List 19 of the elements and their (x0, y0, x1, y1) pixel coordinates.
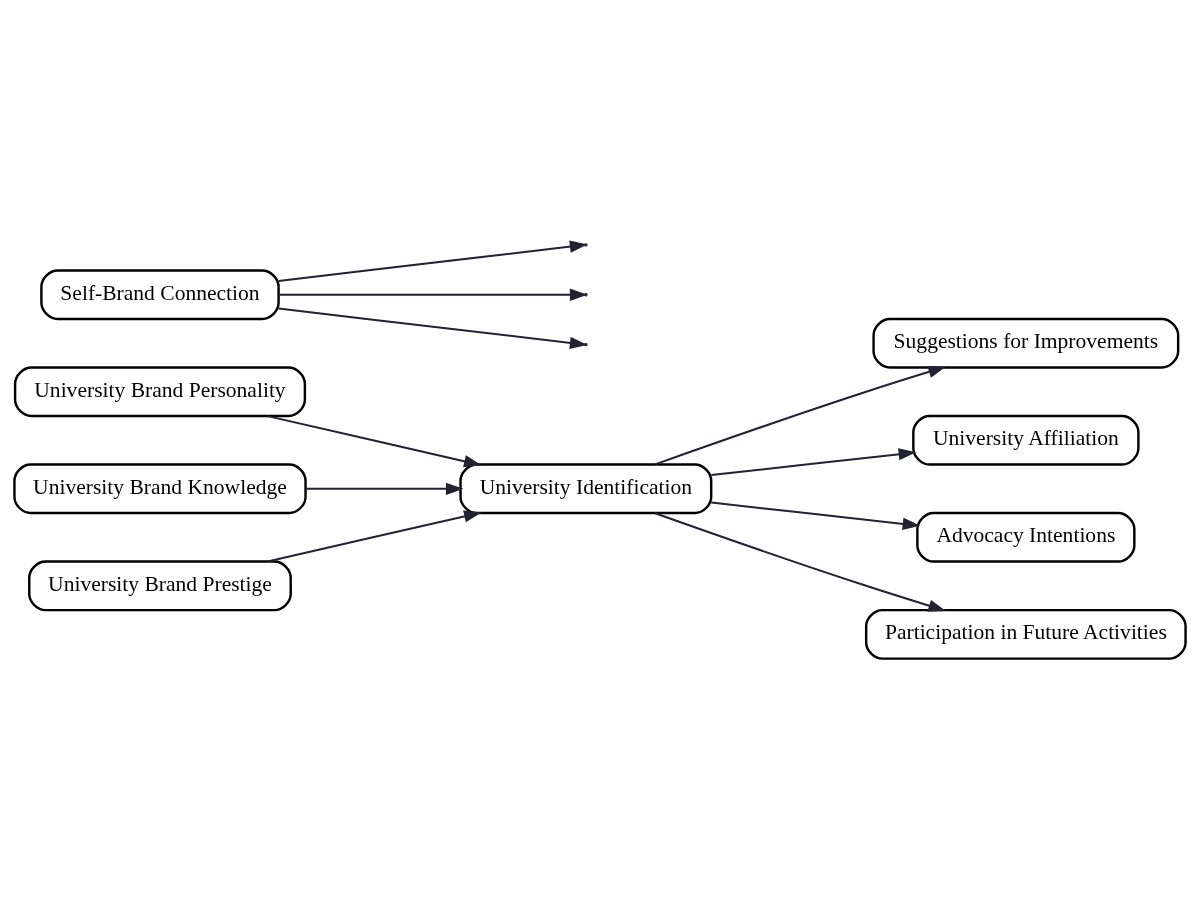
node-box: Advocacy Intentions (916, 511, 1136, 563)
arrow (711, 447, 917, 476)
arrow (267, 414, 482, 467)
node-box: University Affiliation (912, 414, 1140, 466)
arrow (267, 509, 482, 562)
node-box: University Identification (459, 462, 713, 514)
node-box: Self-Brand Connection (40, 268, 280, 320)
node-box: University Brand Prestige (28, 559, 292, 611)
arrow (711, 501, 921, 530)
arrow (654, 511, 946, 612)
arrow (278, 307, 588, 349)
arrow (654, 365, 946, 465)
node-box: Participation in Future Activities (864, 608, 1187, 660)
arrow (278, 240, 588, 282)
arrow (278, 288, 588, 301)
arrow (305, 482, 464, 495)
node-box: University Brand Personality (13, 365, 307, 417)
node-box: University Brand Knowledge (13, 462, 307, 514)
node-box: Suggestions for Improvements (872, 317, 1180, 369)
